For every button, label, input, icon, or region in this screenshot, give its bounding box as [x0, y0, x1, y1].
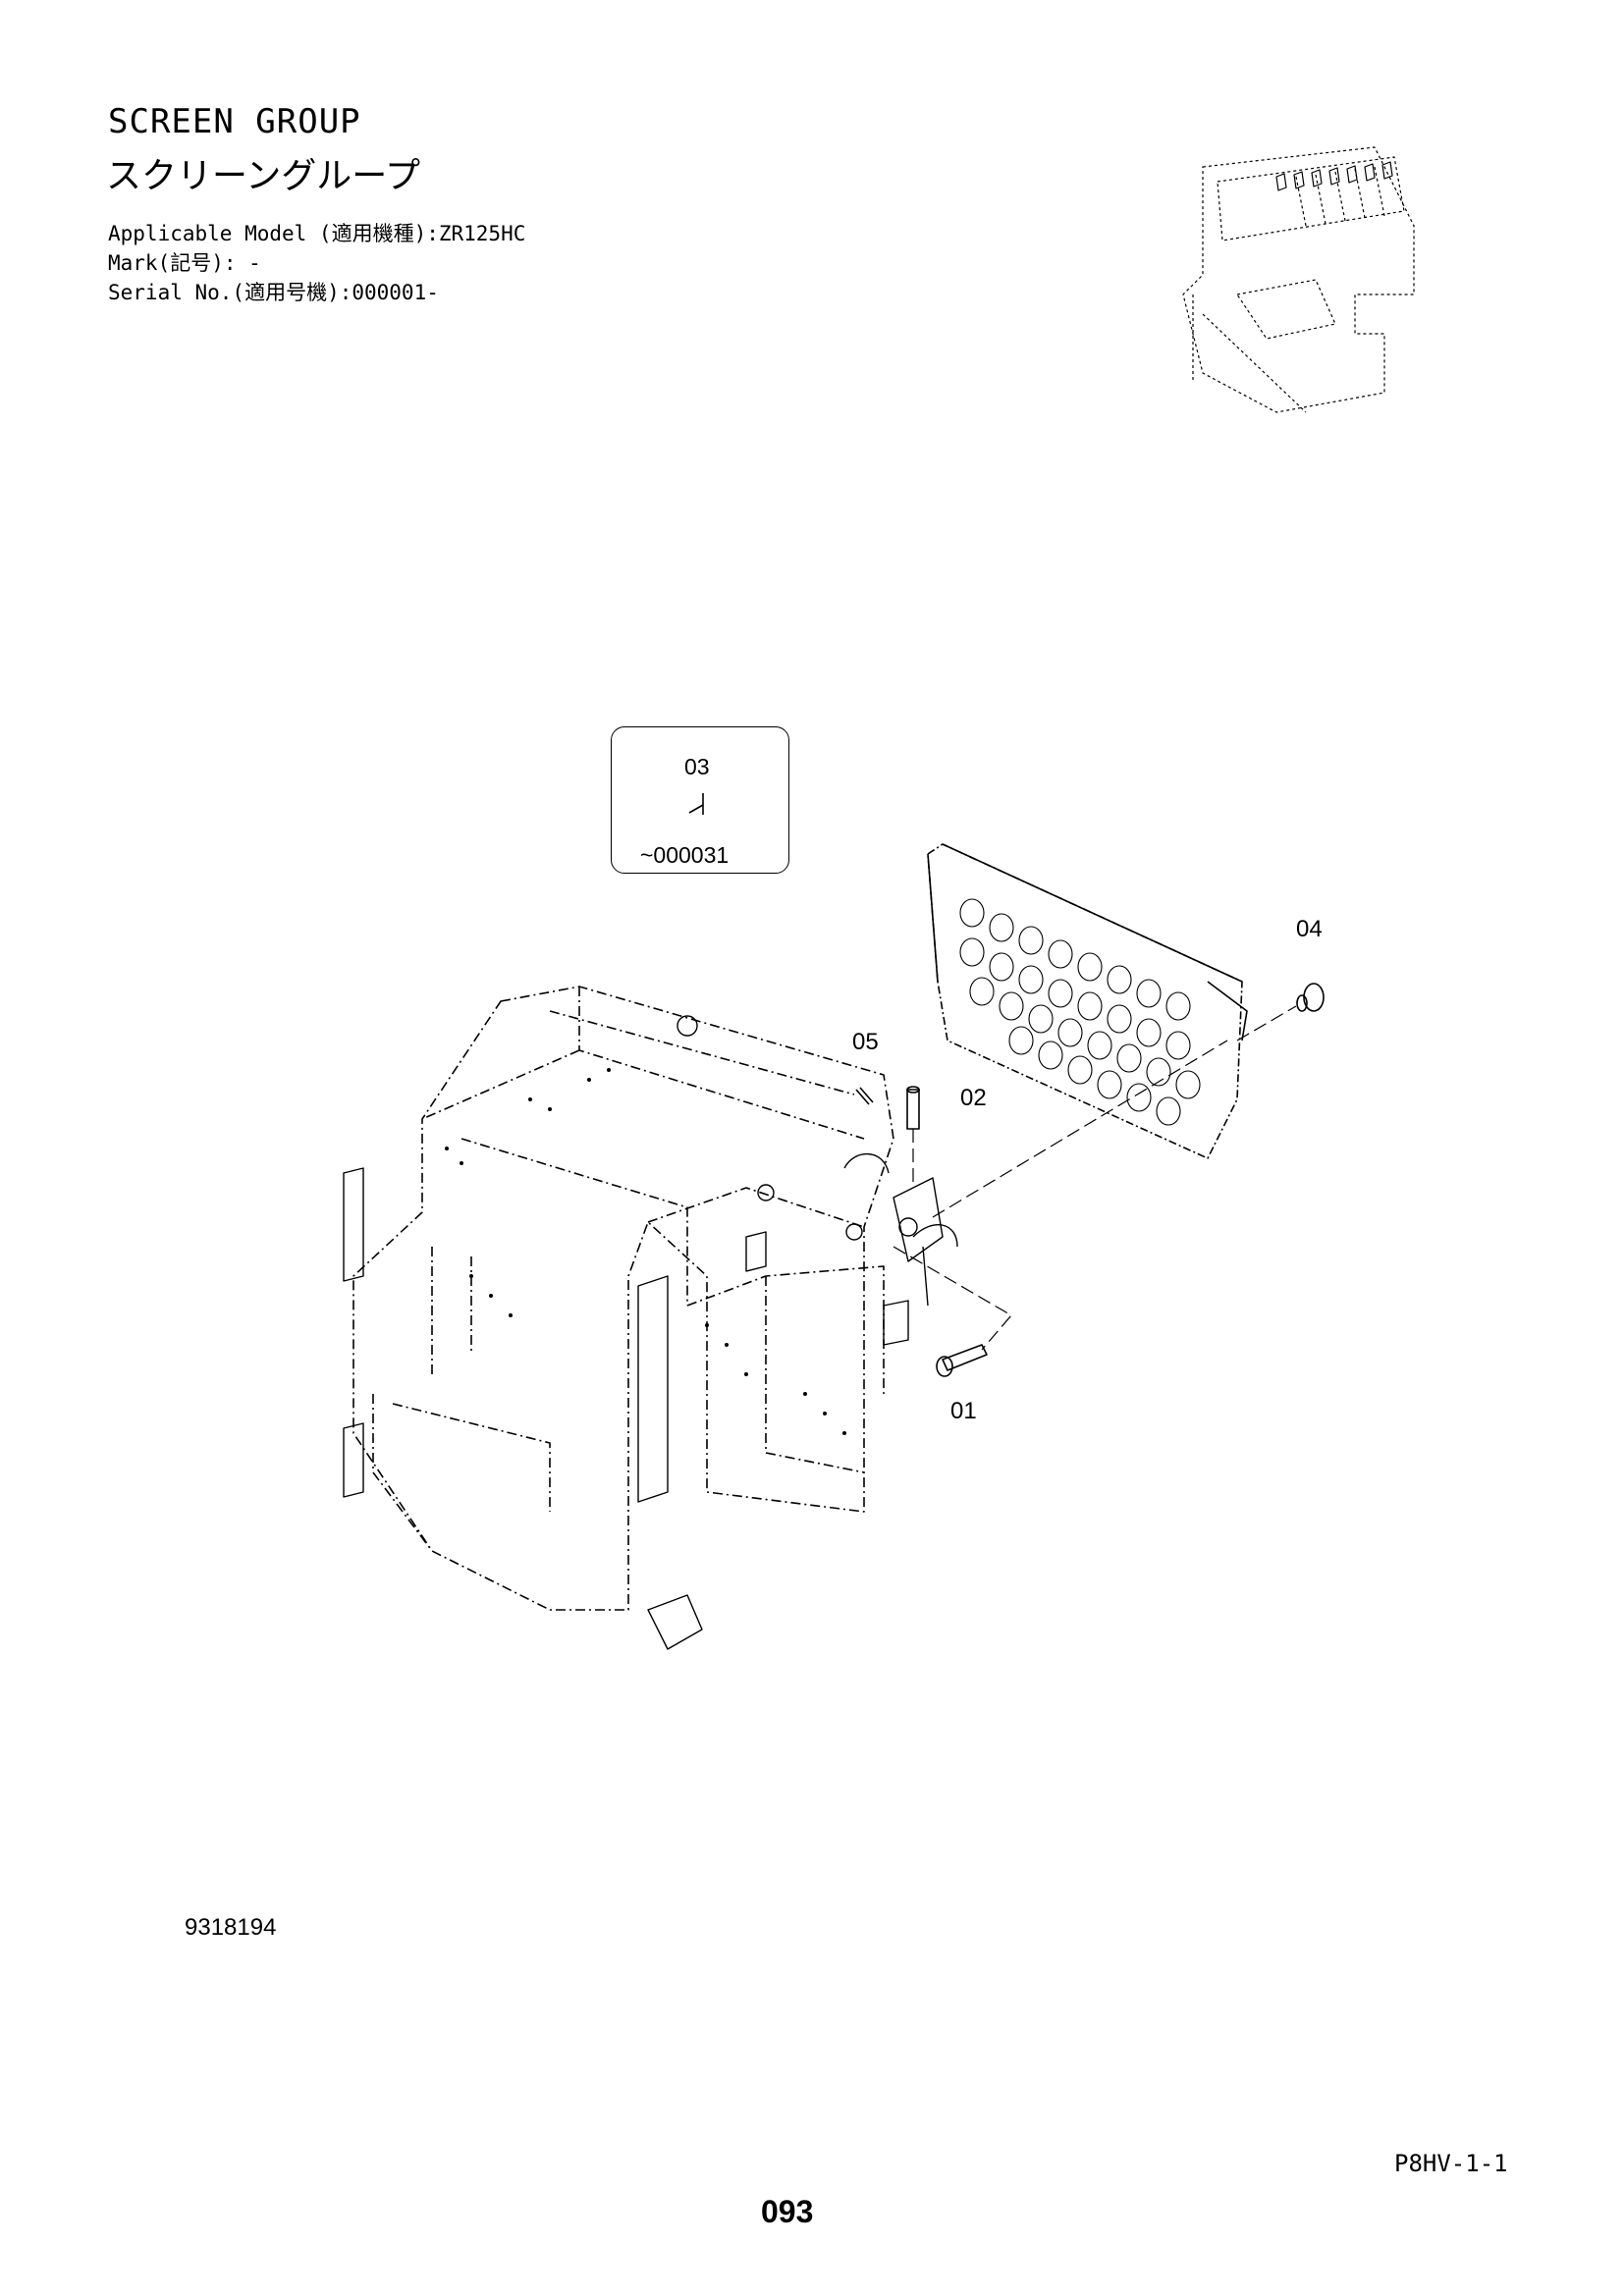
screen-holes — [959, 898, 1201, 1126]
page-title: SCREEN GROUP — [108, 102, 361, 141]
frame-plates — [343, 1167, 909, 1650]
overview-thumbnail — [1182, 146, 1415, 413]
callout-02: 02 — [960, 1085, 987, 1111]
part-02-pin — [906, 1086, 920, 1130]
reference-code: P8HV-1-1 — [1394, 2150, 1508, 2177]
page-number: 093 — [761, 2194, 814, 2229]
overview-thumbnail-screen — [1275, 161, 1393, 191]
callout-05: 05 — [852, 1029, 879, 1055]
assembly-lines — [893, 1005, 1297, 1351]
screen-mesh — [927, 843, 1248, 1159]
mark: Mark(記号): - — [108, 251, 261, 275]
inset-part-number: 03 — [684, 754, 710, 779]
main-frame — [352, 986, 894, 1611]
serial-number: Serial No.(適用号機):000001- — [108, 281, 439, 304]
part-04-washer-nut — [1296, 983, 1325, 1012]
inset-serial-range: ~000031 — [640, 842, 730, 868]
inset-part-03-pin — [688, 793, 704, 815]
callout-04: 04 — [1296, 916, 1323, 942]
frame-holes — [445, 1068, 846, 1435]
applicable-model: Applicable Model (適用機種):ZR125HC — [108, 222, 526, 245]
serial-range-inset — [611, 726, 789, 874]
pivot-bracket — [893, 1177, 944, 1307]
callout-01: 01 — [950, 1398, 977, 1424]
drawing-number: 9318194 — [185, 1914, 277, 1941]
part-05-split-pin — [855, 1087, 874, 1105]
part-01-bolt — [936, 1344, 988, 1377]
page-title-japanese: スクリーングループ — [106, 156, 421, 196]
frame-lugs — [677, 1015, 958, 1248]
